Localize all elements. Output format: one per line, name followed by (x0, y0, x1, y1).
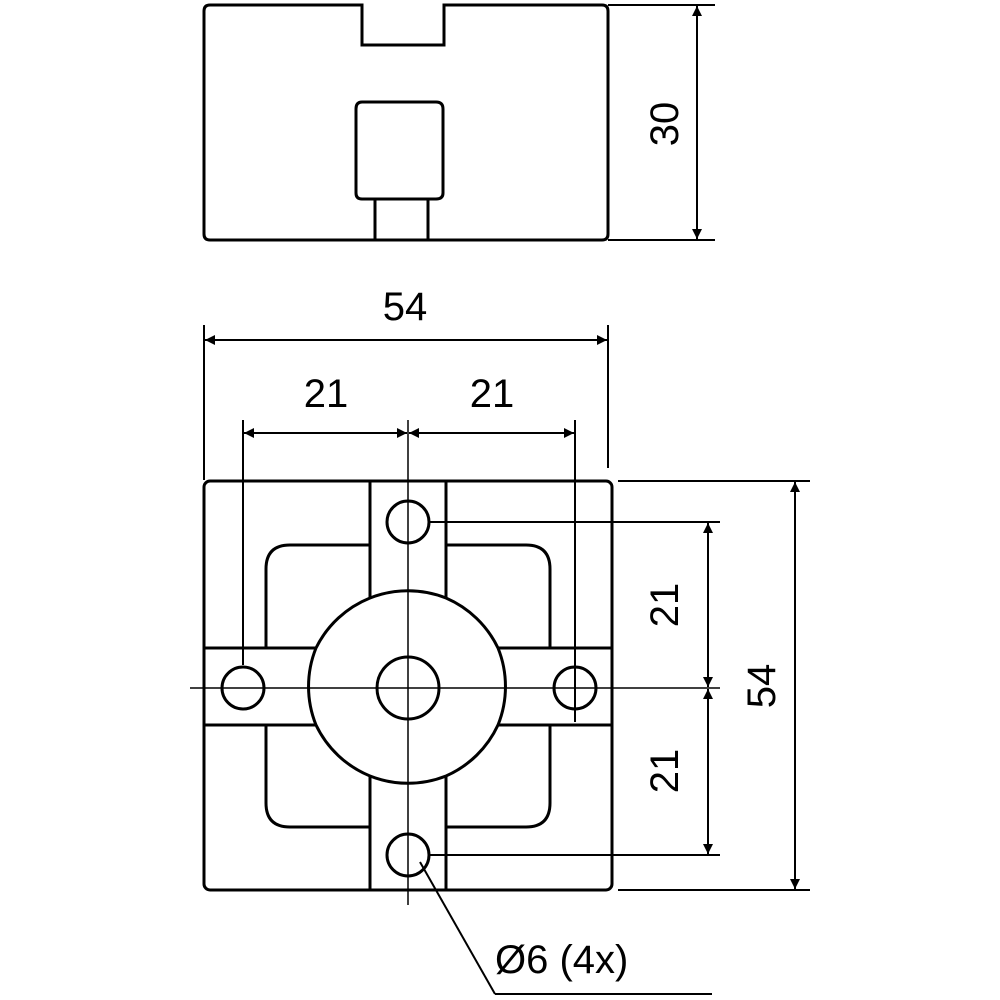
depth-dimensions: 54 21 21 (430, 480, 810, 891)
side-view-pin-stem (373, 199, 430, 240)
horizontal-slot-left (204, 646, 316, 727)
horizontal-slot-right (498, 646, 612, 727)
vertical-slot-top (368, 481, 448, 598)
callout-leader (419, 861, 496, 995)
pocket-bottom-left (264, 725, 370, 829)
central-core (307, 589, 507, 785)
width-dimensions: 54 21 21 (203, 285, 609, 722)
pitch-right-label: 21 (470, 372, 515, 416)
height-dimension-label: 30 (643, 102, 687, 147)
pocket-top-right (446, 543, 552, 648)
pitch-top-label: 21 (643, 583, 687, 628)
hole-callout: Ø6 (4x) (419, 861, 712, 995)
side-view-pin-body (354, 100, 445, 201)
pocket-bottom-right (446, 725, 552, 829)
depth-dimension-label: 54 (740, 664, 784, 709)
width-dimension-label: 54 (383, 285, 428, 329)
pitch-bottom-label: 21 (643, 749, 687, 794)
side-view-outline (202, 3, 610, 242)
top-view (190, 420, 720, 905)
pitch-left-label: 21 (304, 372, 349, 416)
hole-callout-label: Ø6 (4x) (495, 938, 628, 982)
pocket-top-left (264, 543, 370, 648)
side-view: 30 (202, 3, 715, 242)
vertical-slot-bottom (368, 776, 448, 890)
